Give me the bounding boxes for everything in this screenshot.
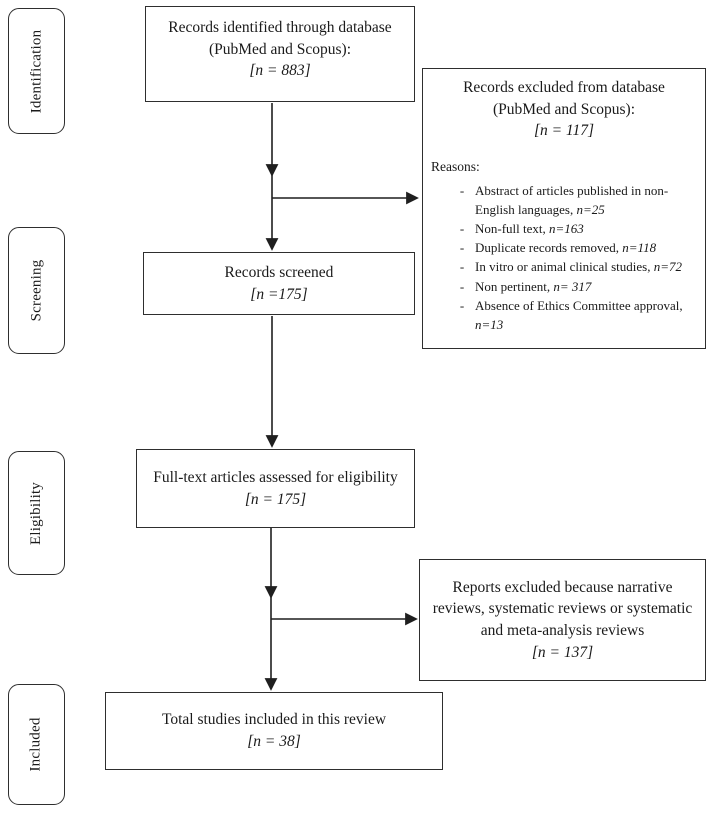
box-total-included: Total studies included in this review [n… xyxy=(105,692,443,770)
stage-identification-label: Identification xyxy=(28,29,45,113)
reason-text: Non pertinent, xyxy=(475,278,551,294)
reason-count: n=13 xyxy=(475,316,504,332)
stage-screening-label: Screening xyxy=(28,259,44,322)
reason-text: Abstract of articles published in non-En… xyxy=(475,182,669,218)
box-records-identified-title: Records identified through database (Pub… xyxy=(168,19,392,58)
reason-text: Duplicate records removed, xyxy=(475,240,620,256)
reasons-heading: Reasons: xyxy=(431,159,480,175)
box-records-excluded-database-count: [n = 117] xyxy=(533,122,595,140)
reason-count: n=118 xyxy=(622,240,657,256)
stage-included: Included xyxy=(8,684,65,805)
reason-item: - Duplicate records removed, n=118 xyxy=(449,238,701,257)
reason-text: Absence of Ethics Committee approval, xyxy=(475,297,683,313)
reason-item: - Abstract of articles published in non-… xyxy=(449,181,701,219)
box-total-included-count: [n = 38] xyxy=(247,733,301,750)
reason-item: - Non pertinent, n= 317 xyxy=(449,277,701,296)
dash-bullet: - xyxy=(459,278,465,294)
box-fulltext-assessed-count: [n = 175] xyxy=(244,490,307,508)
box-records-excluded-database: Records excluded from database (PubMed a… xyxy=(422,68,706,349)
reason-item: - Non-full text, n=163 xyxy=(449,219,701,238)
box-records-screened-title: Records screened xyxy=(224,263,334,281)
stage-identification: Identification xyxy=(8,8,65,134)
box-fulltext-assessed-title: Full-text articles assessed for eligibil… xyxy=(153,468,398,486)
box-total-included-title: Total studies included in this review xyxy=(161,711,387,729)
reason-count: n=25 xyxy=(576,202,605,218)
box-fulltext-assessed: Full-text articles assessed for eligibil… xyxy=(136,449,415,528)
dash-bullet: - xyxy=(459,221,465,237)
reasons-list: - Abstract of articles published in non-… xyxy=(423,181,705,334)
dash-bullet: - xyxy=(459,182,465,198)
box-records-excluded-database-title: Records excluded from database (PubMed a… xyxy=(463,79,665,118)
box-records-screened-count: [n =175] xyxy=(250,285,308,303)
reason-text: Non-full text, xyxy=(475,221,546,237)
box-records-identified-count: [n = 883] xyxy=(249,62,311,80)
reason-count: n=163 xyxy=(549,221,584,237)
reason-text: In vitro or animal clinical studies, xyxy=(475,259,651,275)
box-reports-excluded-count: [n = 137] xyxy=(531,643,594,661)
reason-item: - Absence of Ethics Committee approval, … xyxy=(449,296,701,334)
box-records-screened: Records screened [n =175] xyxy=(143,252,415,315)
dash-bullet: - xyxy=(459,259,465,275)
stage-screening: Screening xyxy=(8,227,65,354)
reason-count: n=72 xyxy=(653,259,682,275)
box-records-identified: Records identified through database (Pub… xyxy=(145,6,415,102)
reason-item: - In vitro or animal clinical studies, n… xyxy=(449,257,701,276)
dash-bullet: - xyxy=(459,297,465,313)
dash-bullet: - xyxy=(459,240,465,256)
stage-eligibility-label: Eligibility xyxy=(28,481,45,545)
box-reports-excluded-title: Reports excluded because narrative revie… xyxy=(432,578,693,639)
stage-eligibility: Eligibility xyxy=(8,451,65,575)
stage-included-label: Included xyxy=(27,717,44,772)
reason-count: n= 317 xyxy=(553,278,592,294)
box-reports-excluded: Reports excluded because narrative revie… xyxy=(419,559,706,681)
